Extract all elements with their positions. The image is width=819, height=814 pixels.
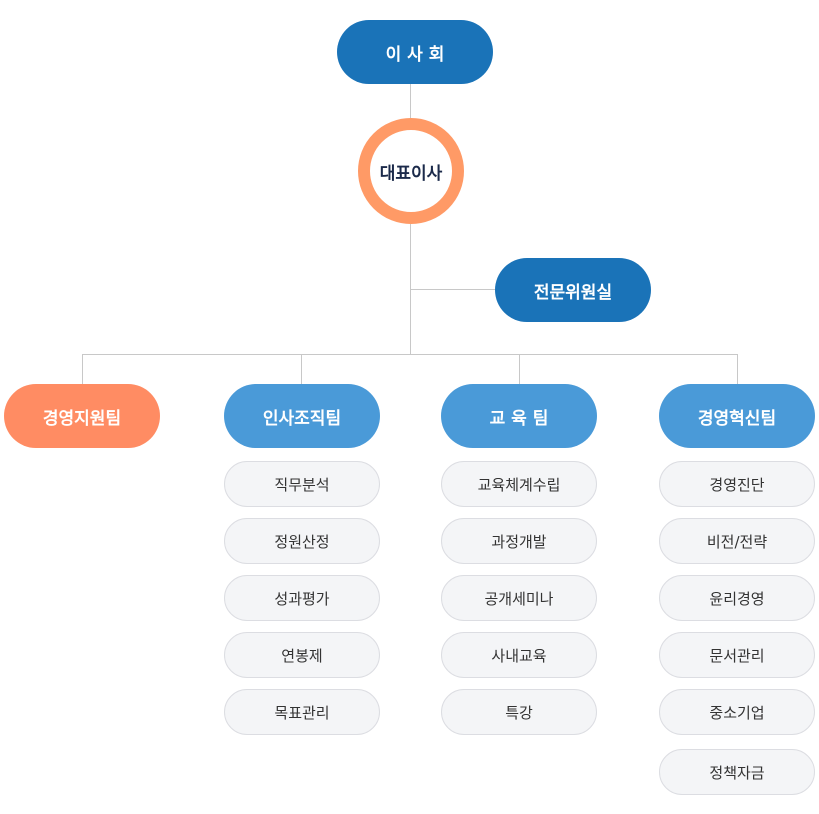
sub-item: 경영진단	[659, 461, 815, 507]
sub-item-label: 성과평가	[274, 589, 330, 608]
sub-item-label: 교육체계수립	[477, 475, 561, 494]
sub-item-label: 정원산정	[274, 532, 330, 551]
sub-item-label: 과정개발	[491, 532, 547, 551]
sub-item: 중소기업	[659, 689, 815, 735]
board-label: 이 사 회	[385, 44, 445, 65]
sub-item: 성과평가	[224, 575, 380, 621]
sub-item-label: 직무분석	[274, 475, 330, 494]
sub-item: 문서관리	[659, 632, 815, 678]
connector-team-4	[737, 354, 738, 384]
team-management-innovation: 경영혁신팀	[659, 384, 815, 448]
sub-item: 공개세미나	[441, 575, 597, 621]
sub-item: 과정개발	[441, 518, 597, 564]
team-label: 인사조직팀	[262, 408, 342, 429]
sub-item: 연봉제	[224, 632, 380, 678]
sub-item: 사내교육	[441, 632, 597, 678]
sub-item-label: 윤리경영	[709, 589, 765, 608]
sub-item: 정책자금	[659, 749, 815, 795]
expert-committee-label: 전문위원실	[533, 282, 613, 303]
connector-team-1	[82, 354, 83, 384]
board-node: 이 사 회	[337, 20, 493, 84]
team-label: 경영지원팀	[42, 408, 122, 429]
team-education: 교 육 팀	[441, 384, 597, 448]
connector-board-ceo	[410, 84, 411, 118]
sub-item-label: 사내교육	[491, 646, 547, 665]
ceo-label: 대표이사	[379, 163, 443, 184]
sub-item: 직무분석	[224, 461, 380, 507]
sub-item-label: 경영진단	[709, 475, 765, 494]
sub-item-label: 문서관리	[709, 646, 765, 665]
sub-item: 교육체계수립	[441, 461, 597, 507]
sub-item-label: 특강	[505, 703, 533, 722]
team-label: 교 육 팀	[489, 408, 549, 429]
team-label: 경영혁신팀	[697, 408, 777, 429]
connector-expert	[410, 289, 495, 290]
sub-item-label: 목표관리	[274, 703, 330, 722]
sub-item: 비전/전략	[659, 518, 815, 564]
connector-team-3	[519, 354, 520, 384]
ceo-node: 대표이사	[358, 118, 464, 224]
sub-item-label: 공개세미나	[484, 589, 554, 608]
sub-item: 목표관리	[224, 689, 380, 735]
sub-item-label: 비전/전략	[706, 532, 768, 551]
sub-item: 정원산정	[224, 518, 380, 564]
team-hr-organization: 인사조직팀	[224, 384, 380, 448]
sub-item-label: 연봉제	[281, 646, 323, 665]
connector-team-2	[301, 354, 302, 384]
sub-item-label: 정책자금	[709, 763, 765, 782]
sub-item-label: 중소기업	[709, 703, 765, 722]
sub-item: 특강	[441, 689, 597, 735]
sub-item: 윤리경영	[659, 575, 815, 621]
expert-committee-node: 전문위원실	[495, 258, 651, 322]
team-management-support: 경영지원팀	[4, 384, 160, 448]
connector-horizontal-bus	[82, 354, 738, 355]
